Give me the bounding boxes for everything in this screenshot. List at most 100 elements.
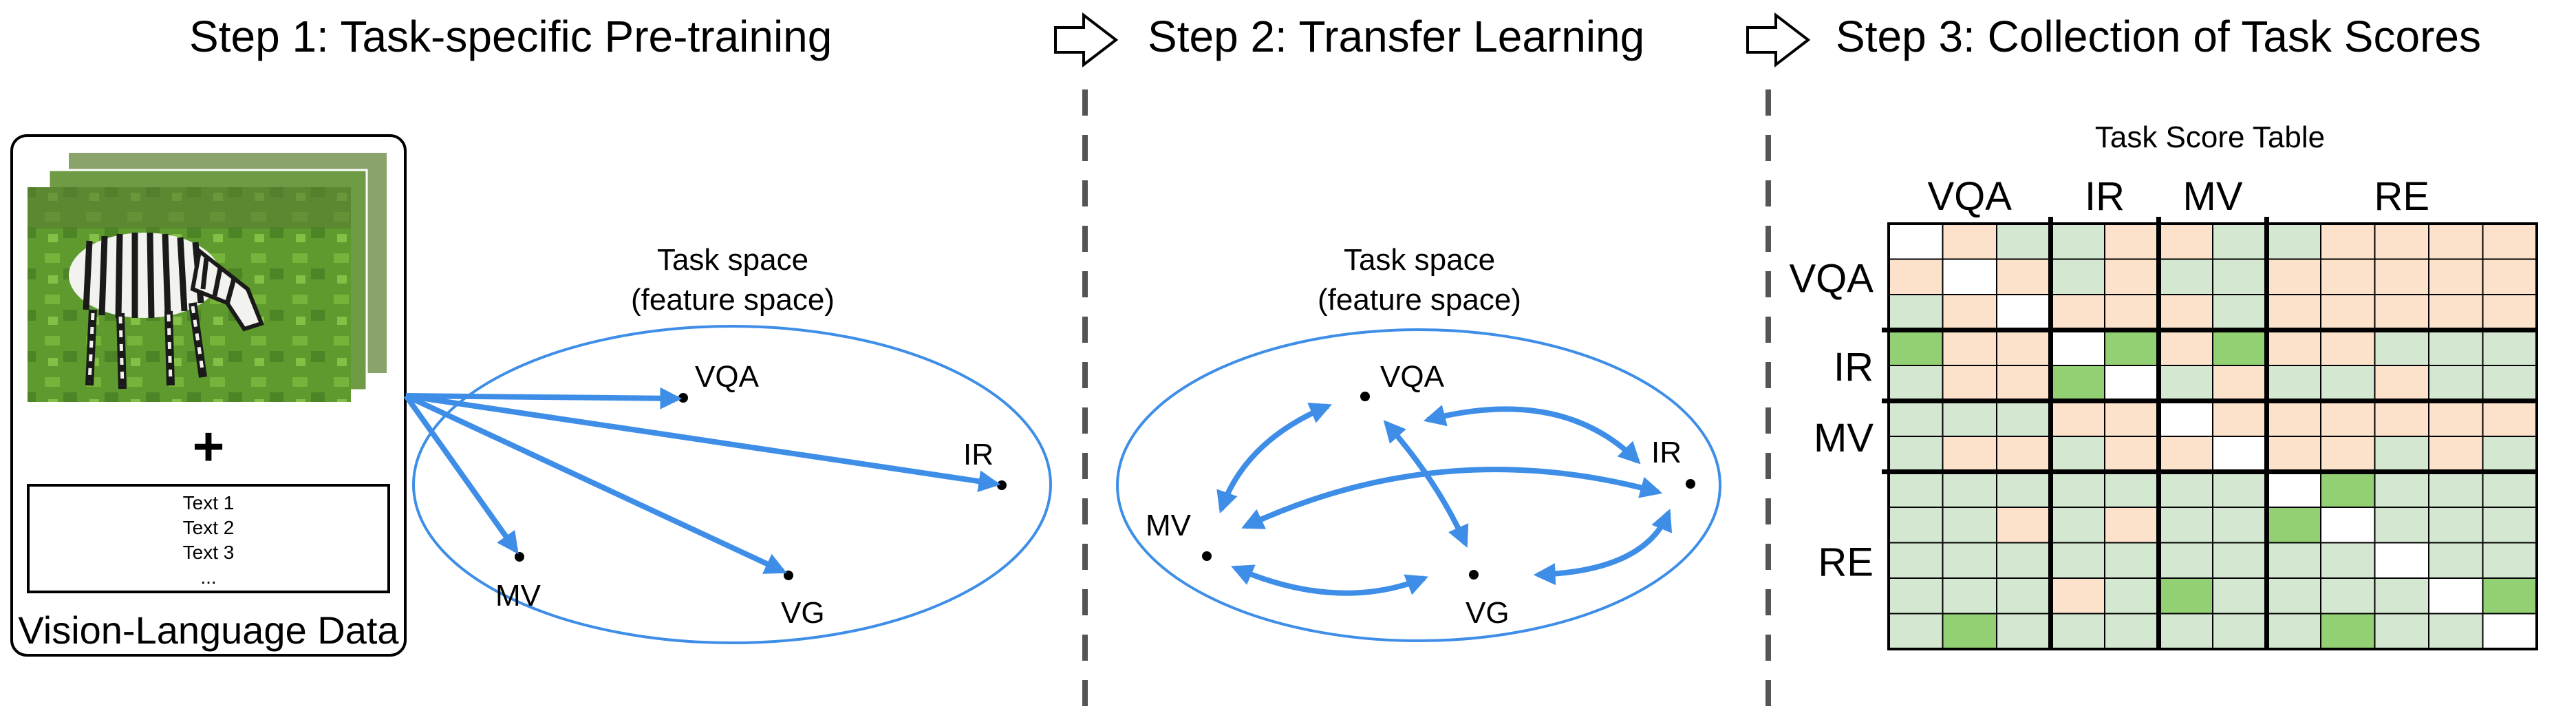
table-cell: [2266, 613, 2321, 650]
text-list-box: [27, 484, 390, 593]
table-cell: [1888, 507, 1944, 544]
table-cell: [2212, 613, 2268, 650]
table-cell: [2374, 613, 2429, 650]
table-cell: [2158, 329, 2213, 366]
pretrain-arrow: [403, 394, 519, 555]
table-cell: [1942, 436, 1997, 473]
table-cell: [2374, 436, 2429, 473]
table-cell: [1888, 542, 1944, 579]
table-cell: [2050, 577, 2105, 615]
task-space-sublabel: (feature space): [1318, 283, 1521, 317]
step3-title: Step 3: Collection of Task Scores: [1836, 12, 2481, 61]
row-group-label: MV: [1814, 416, 1874, 460]
table-cell: [1942, 542, 1997, 579]
plus-icon: +: [193, 416, 225, 477]
table-cell: [2212, 471, 2268, 508]
table-cell: [1996, 294, 2052, 331]
table-cell: [2158, 542, 2213, 579]
table-cell: [2428, 613, 2484, 650]
task-point: [1469, 570, 1479, 580]
table-cell: [2158, 223, 2213, 260]
table-cell: [2320, 329, 2376, 366]
table-cell: [2482, 507, 2537, 544]
table-cell: [2158, 507, 2213, 544]
row-group-label: RE: [1818, 540, 1874, 584]
table-cell: [2050, 258, 2105, 295]
table-cell: [2050, 400, 2105, 437]
table-cell: [1996, 542, 2052, 579]
table-cell: [2104, 223, 2160, 260]
step2-title: Step 2: Transfer Learning: [1148, 12, 1644, 61]
task-label-vqa: VQA: [695, 360, 760, 394]
table-cell: [1996, 613, 2052, 650]
table-cell: [2320, 400, 2376, 437]
table-cell: [1996, 365, 2052, 402]
task-space-ellipse: [1116, 328, 1721, 642]
task-label-mv: MV: [1146, 509, 1192, 542]
table-cell: [2428, 436, 2484, 473]
task-space-step2: Task space (feature space) VQA IR MV VG: [1116, 243, 1721, 642]
table-cell: [2320, 436, 2376, 473]
row-group-label: VQA: [1790, 256, 1874, 301]
table-cell: [2374, 258, 2429, 295]
task-point: [1686, 479, 1695, 489]
table-cell: [1888, 400, 1944, 437]
table-cell: [1942, 507, 1997, 544]
table-cell: [1888, 436, 1944, 473]
table-cell: [2104, 577, 2160, 615]
table-cell: [2158, 294, 2213, 331]
task-point: [1360, 392, 1370, 401]
task-space-label: Task space: [657, 243, 808, 277]
table-cell: [2482, 258, 2537, 295]
table-cell: [2050, 365, 2105, 402]
table-cell: [1888, 471, 1944, 508]
table-cell: [1942, 400, 1997, 437]
table-cell: [2050, 436, 2105, 473]
table-cell: [2104, 400, 2160, 437]
task-label-mv: MV: [495, 579, 541, 613]
table-cell: [2104, 365, 2160, 402]
table-cell: [2374, 471, 2429, 508]
table-cell: [1888, 329, 1944, 366]
table-cell: [2320, 294, 2376, 331]
table-cell: [1888, 294, 1944, 331]
table-cell: [2320, 542, 2376, 579]
column-group-label: RE: [2374, 174, 2429, 219]
table-cell: [2050, 613, 2105, 650]
table-cell: [1888, 577, 1944, 615]
table-cell: [2482, 400, 2537, 437]
table-cell: [2482, 577, 2537, 615]
step-arrow-icon: [1746, 12, 1811, 68]
table-cell: [1942, 258, 1997, 295]
table-cell: [2050, 471, 2105, 508]
table-cell: [1996, 400, 2052, 437]
transfer-arrow: [1423, 405, 1641, 465]
table-cell: [2050, 223, 2105, 260]
table-cell: [2266, 258, 2321, 295]
pretrain-arrow: [405, 393, 787, 574]
table-cell: [1996, 436, 2052, 473]
task-space-ellipse: [412, 325, 1052, 644]
table-cell: [2374, 542, 2429, 579]
transfer-arrow: [1216, 403, 1332, 514]
table-cell: [2482, 294, 2537, 331]
table-cell: [1996, 329, 2052, 366]
text-item: Text 1: [183, 492, 235, 513]
transfer-arrow: [1533, 509, 1673, 586]
table-cell: [1996, 223, 2052, 260]
table-cell: [2428, 507, 2484, 544]
task-label-vqa: VQA: [1380, 360, 1445, 394]
table-cell: [2428, 542, 2484, 579]
table-cell: [2320, 613, 2376, 650]
table-cell: [2212, 400, 2268, 437]
table-border: [1887, 222, 2538, 650]
table-cell: [2266, 329, 2321, 366]
table-cell: [2212, 436, 2268, 473]
table-cell: [2158, 400, 2213, 437]
step1-title: Step 1: Task-specific Pre-training: [189, 12, 832, 61]
table-cell: [2266, 400, 2321, 437]
vl-data-panel: + Text 1 Text 2 Text 3 ... Vision-Langua…: [10, 134, 407, 657]
table-cell: [2212, 329, 2268, 366]
